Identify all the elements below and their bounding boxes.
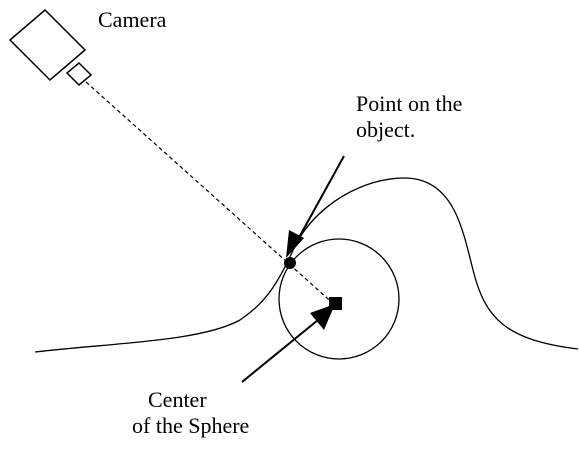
object-point-dot xyxy=(284,257,296,269)
point-arrow xyxy=(286,155,345,258)
object-surface-curve xyxy=(34,177,579,353)
center-label-line2: of the Sphere xyxy=(132,413,250,438)
camera-icon xyxy=(8,8,93,87)
line-of-sight xyxy=(85,81,337,307)
sphere-circle xyxy=(278,238,400,360)
point-label-line1: Point on the xyxy=(356,91,463,116)
center-label-line1: Center xyxy=(148,387,207,412)
camera-label: Camera xyxy=(98,7,167,32)
point-label-line2: object. xyxy=(356,117,416,142)
center-arrow xyxy=(241,304,335,383)
